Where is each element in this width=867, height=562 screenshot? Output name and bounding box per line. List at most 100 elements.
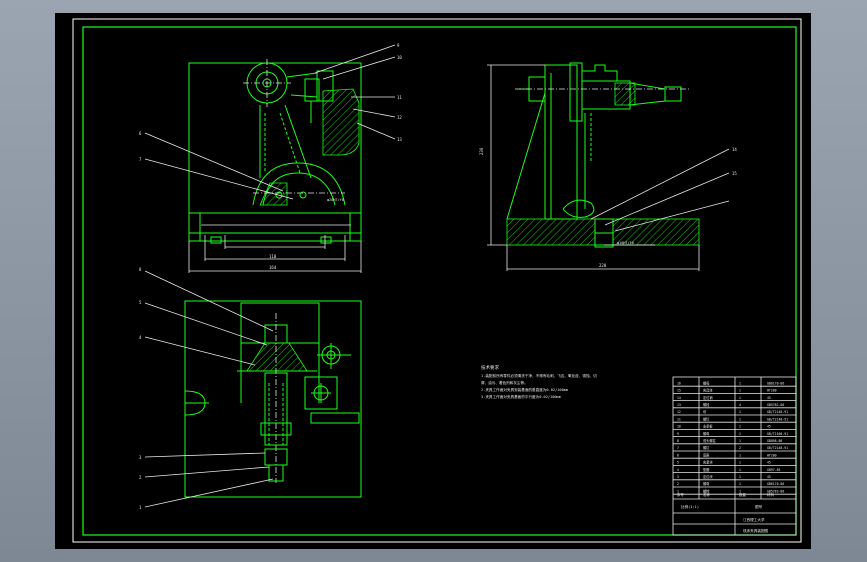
parts-cell: 螺母 (703, 431, 709, 436)
parts-cell: GB/T2160-91 (767, 432, 788, 436)
parts-cell: 9 (677, 432, 679, 436)
header-no: 序号 (677, 492, 684, 497)
parts-cell: 1 (739, 461, 741, 465)
parts-cell: 螺栓 (703, 488, 710, 493)
balloon-2: 2 (139, 475, 142, 480)
parts-cell: 8 (677, 439, 679, 443)
parts-cell: GB5782-86 (767, 403, 784, 407)
parts-cell: 7 (677, 446, 679, 450)
parts-cell: 45 (767, 461, 771, 465)
plan-view (144, 270, 362, 508)
parts-cell: 2 (739, 446, 741, 450)
balloon-13: 13 (397, 137, 402, 142)
parts-cell: 定位块 (703, 474, 713, 479)
parts-cell: GB898-88 (767, 439, 782, 443)
balloon-14: 14 (732, 147, 737, 152)
parts-cell: 1 (739, 389, 741, 393)
parts-cell: GB/T2148-91 (767, 410, 788, 414)
balloon-11: 11 (397, 95, 402, 100)
parts-cell: 4 (739, 403, 741, 407)
title-school: 江西理工大学 (743, 517, 765, 522)
parts-cell: 14 (677, 396, 681, 400)
balloon-12: 12 (397, 115, 402, 120)
parts-cell: 支承板 (703, 424, 713, 429)
parts-cell: 1 (739, 475, 741, 479)
balloon-10: 10 (397, 55, 402, 60)
parts-cell: 夹具体 (703, 388, 713, 393)
tol-front: φ20H7/f6 (327, 198, 344, 202)
parts-cell: 底座 (703, 452, 710, 457)
title-drawing-name: 铣床夹具装配图 (743, 528, 769, 533)
parts-cell: 1 (739, 417, 741, 421)
parts-cell: 1 (739, 453, 741, 457)
title-scale: 比例(1:1) (681, 504, 699, 509)
balloon-6: 6 (139, 131, 142, 136)
notes-line-3: 2.夹具工作面对夹具安装基面的垂直度为0.02/100mm (481, 387, 568, 392)
balloon-7: 7 (139, 157, 142, 162)
parts-cell: 螺钉 (703, 416, 710, 421)
notes-line-2: 屑、油污、着色剂和灰尘等。 (481, 380, 528, 385)
parts-cell: 夹紧块 (703, 460, 713, 465)
parts-cell: 10 (677, 425, 681, 429)
dim-side-width: 220 (599, 263, 607, 268)
title-sheet: 图号 (755, 504, 763, 509)
balloon-3: 3 (139, 455, 142, 460)
dim-front-overall: 164 (269, 265, 277, 270)
balloon-15: 15 (732, 171, 737, 176)
parts-cell: 45 (767, 475, 771, 479)
header-material: 材料 (767, 492, 774, 497)
parts-cell: 15 (677, 389, 681, 393)
parts-cell: 16 (677, 381, 681, 385)
parts-cell: 11 (677, 417, 681, 421)
front-view (144, 44, 396, 273)
balloon-1: 1 (139, 505, 142, 510)
parts-cell: 螺母 (703, 380, 709, 385)
balloon-5: 5 (139, 300, 142, 305)
parts-cell: GB5783-86 (767, 489, 784, 493)
parts-cell: 1 (677, 489, 679, 493)
parts-cell: 1 (739, 489, 741, 493)
parts-cell: 1 (739, 439, 741, 443)
technical-notes: 技术要求 1.装配前所有零件必须清洗干净，不得有毛刺、飞边、氧化皮、锈蚀、切 屑… (481, 364, 597, 399)
parts-cell: 1 (739, 381, 741, 385)
notes-title: 技术要求 (481, 364, 499, 371)
parts-cell: 45 (767, 396, 771, 400)
notes-line-1: 1.装配前所有零件必须清洗干净，不得有毛刺、飞边、氧化皮、锈蚀、切 (481, 373, 597, 378)
parts-cell: 45 (767, 425, 771, 429)
parts-cell: 块 (703, 409, 707, 414)
header-qty: 数量 (739, 492, 746, 497)
inner-frame (82, 26, 797, 536)
parts-cell: 1 (739, 396, 741, 400)
parts-cell: 6 (677, 453, 679, 457)
dim-side-height: 230 (479, 147, 484, 155)
parts-cell: HT200 (767, 389, 777, 393)
parts-cell: GB97-85 (767, 468, 781, 472)
notes-line-4: 3.夹具工作面对夹具基面的平行度为0.02/100mm (481, 394, 561, 399)
parts-cell: GB/T2148-91 (767, 417, 788, 421)
parts-cell: 螺母 (703, 481, 709, 486)
parts-cell: 3 (677, 475, 679, 479)
parts-cell: 2 (677, 482, 679, 486)
parts-cell: 1 (739, 482, 741, 486)
parts-cell: 螺栓 (703, 402, 710, 407)
balloon-9: 9 (397, 43, 400, 48)
parts-cell: 12 (677, 410, 681, 414)
parts-cell: 双头螺柱 (703, 438, 717, 443)
side-view (487, 62, 730, 271)
parts-cell: 1 (739, 410, 741, 414)
parts-cell: 垫圈 (703, 467, 709, 472)
parts-cell: 定位销 (703, 395, 713, 400)
cad-viewport[interactable]: 9 10 11 12 13 6 7 110 164 φ20H7/f6 (55, 13, 811, 549)
parts-cell: 1 (739, 468, 741, 472)
parts-cell: 4 (677, 468, 679, 472)
parts-cell: 5 (677, 461, 679, 465)
parts-cell: HT200 (767, 453, 777, 457)
balloon-4: 4 (139, 335, 142, 340)
drawing-sheet: 9 10 11 12 13 6 7 110 164 φ20H7/f6 (72, 18, 802, 543)
parts-cell: GB6170-86 (767, 482, 784, 486)
parts-cell: 13 (677, 403, 681, 407)
balloon-8: 8 (139, 267, 142, 272)
parts-cell: 1 (739, 432, 741, 436)
parts-cell: GB6170-86 (767, 381, 784, 385)
